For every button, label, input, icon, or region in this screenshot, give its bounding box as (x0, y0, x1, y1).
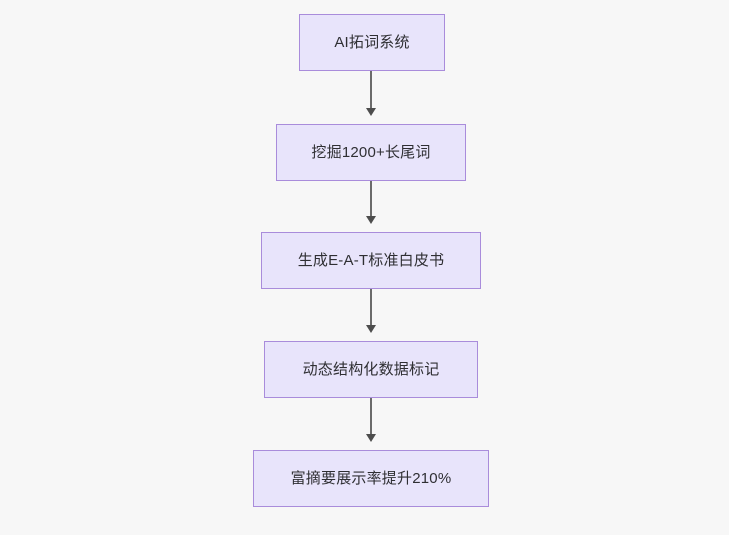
arrowhead-icon (366, 108, 376, 116)
flowchart-edge-arrow (370, 71, 372, 109)
flowchart-node-n2[interactable]: 挖掘1200+长尾词 (276, 124, 466, 181)
flowchart-node-n1[interactable]: AI拓词系统 (299, 14, 445, 71)
flowchart-edge-arrow (370, 181, 372, 217)
flowchart-node-label: 富摘要展示率提升210% (290, 469, 452, 487)
flowchart-node-label: 挖掘1200+长尾词 (311, 143, 431, 161)
flowchart-node-label: 动态结构化数据标记 (302, 360, 440, 378)
flowchart-node-n4[interactable]: 动态结构化数据标记 (264, 341, 478, 398)
arrowhead-icon (366, 325, 376, 333)
flowchart-node-n5[interactable]: 富摘要展示率提升210% (253, 450, 489, 507)
flowchart-node-label: 生成E-A-T标准白皮书 (297, 251, 445, 269)
flowchart-node-label: AI拓词系统 (334, 33, 410, 51)
flowchart-edge-arrow (370, 398, 372, 435)
flowchart-edge-arrow (370, 289, 372, 326)
arrowhead-icon (366, 434, 376, 442)
flowchart-node-n3[interactable]: 生成E-A-T标准白皮书 (261, 232, 481, 289)
arrowhead-icon (366, 216, 376, 224)
